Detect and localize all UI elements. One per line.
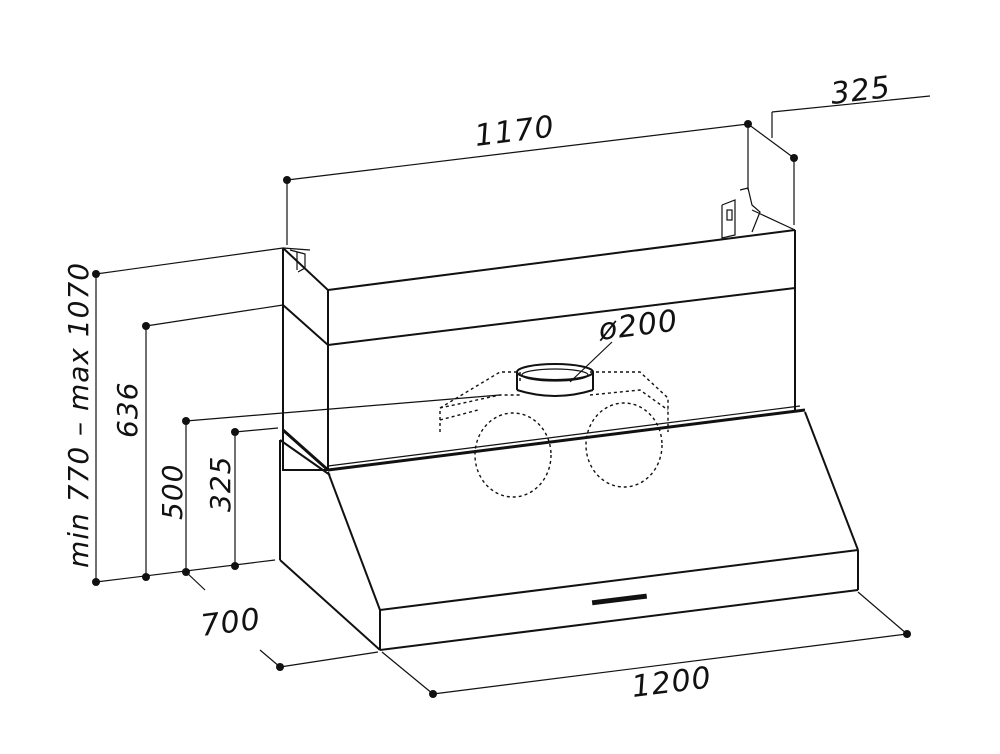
dimension-label-top-325: 325	[829, 70, 893, 112]
chimney-upper-section	[282, 209, 796, 471]
control-panel-strip	[591, 593, 648, 606]
dimension-label-500: 500	[156, 464, 189, 520]
mounting-bracket-right	[721, 187, 761, 239]
dimension-label-325-height: 325	[204, 456, 237, 512]
dimension-label-height-range: min 770 – max 1070	[62, 262, 95, 568]
dimension-heights: min 770 – max 1070 636 500 325	[62, 247, 501, 586]
dimension-top-depth: 325	[747, 70, 931, 225]
dimension-depth: 700	[185, 571, 379, 671]
dimension-label-1170: 1170	[473, 109, 557, 154]
dimension-top-width: 1170	[283, 109, 752, 245]
mounting-bracket-left	[289, 249, 306, 273]
control-panel	[591, 593, 648, 606]
dimension-label-700: 700	[199, 602, 263, 644]
duct-collar	[516, 363, 594, 397]
hood-lower-section	[279, 405, 859, 651]
dimension-label-636: 636	[111, 382, 144, 438]
dimension-bottom-width: 1200	[381, 591, 911, 705]
fan-ring-right	[585, 402, 663, 488]
fan-ring-left	[474, 412, 552, 498]
dimension-duct-diameter: ø200	[569, 303, 680, 383]
